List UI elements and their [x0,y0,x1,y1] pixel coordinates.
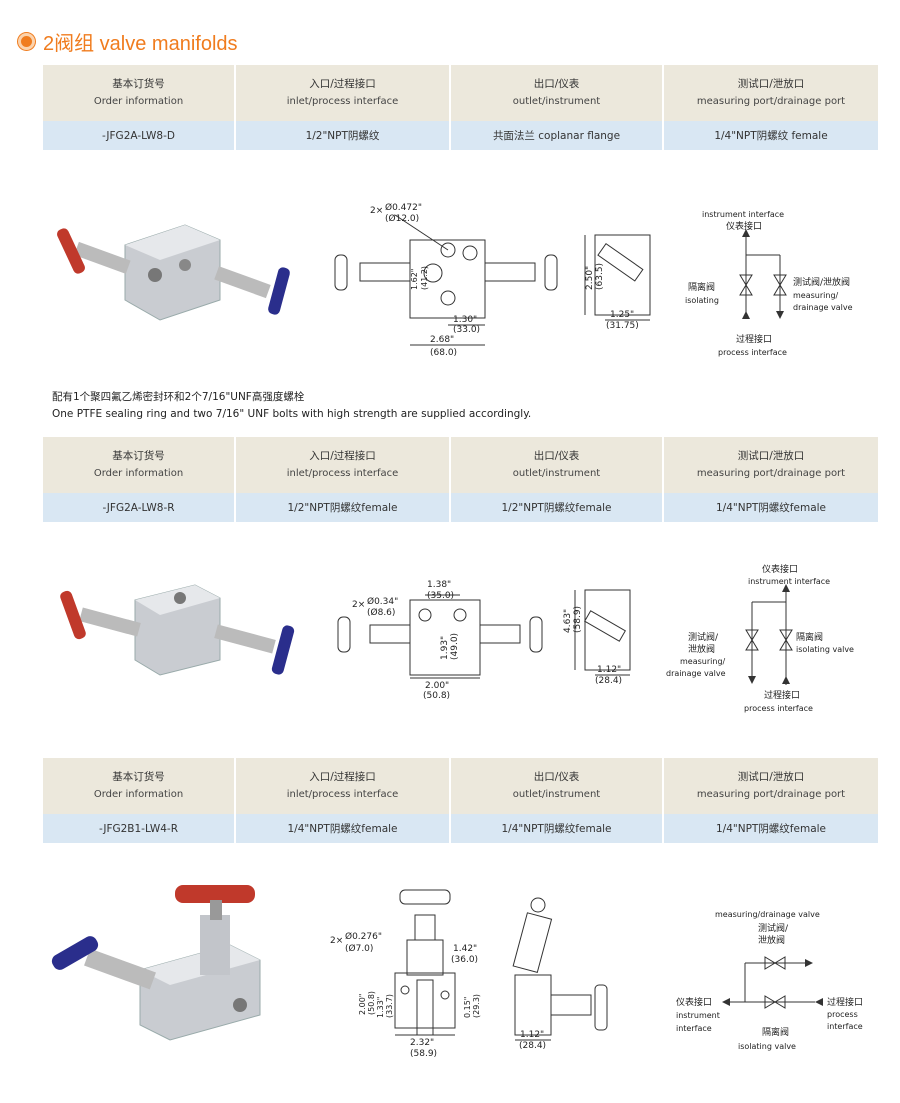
dimension-drawing-1: 2× Ø0.472" (Ø12.0) 1.62" (41.2) 1.30" (3… [334,202,651,358]
svg-text:2×: 2× [330,936,343,946]
svg-text:1.42": 1.42" [453,944,477,954]
schematic-1: instrument interface 仪表接口 隔离阀 isolating … [685,210,853,357]
svg-text:instrument: instrument [676,1011,720,1020]
svg-text:仪表接口: 仪表接口 [762,563,798,575]
svg-text:measuring/: measuring/ [793,291,839,300]
svg-text:Ø0.34": Ø0.34" [367,596,398,607]
bullet-icon [18,33,35,50]
schematic-3: measuring/drainage valve 测试阀/ 泄放阀 仪表接口 i… [676,910,863,1051]
svg-text:isolating valve: isolating valve [738,1042,796,1051]
svg-text:测试阀/: 测试阀/ [758,922,789,934]
schematic-2: 仪表接口 instrument interface 测试阀/ 泄放阀 measu… [666,563,854,713]
svg-text:2.68": 2.68" [430,335,454,345]
product-photo-1 [57,224,290,321]
svg-text:仪表接口: 仪表接口 [676,996,712,1008]
svg-text:隔离阀: 隔离阀 [688,281,715,293]
svg-text:2×: 2× [352,600,365,610]
svg-text:(Ø12.0): (Ø12.0) [385,213,419,224]
svg-text:(63.5): (63.5) [595,263,605,290]
svg-text:(50.8): (50.8) [423,691,450,700]
dimension-drawing-2: 2× Ø0.34" (Ø8.6) 1.38" (35.0) 1.93" (49.… [337,580,631,700]
svg-text:measuring/drainage valve: measuring/drainage valve [715,910,820,919]
svg-text:process interface: process interface [744,704,813,713]
svg-text:instrument interface: instrument interface [702,210,784,219]
svg-text:process: process [827,1010,858,1019]
svg-text:1.12": 1.12" [597,665,621,675]
svg-text:仪表接口: 仪表接口 [726,220,762,232]
svg-text:instrument interface: instrument interface [748,577,830,586]
svg-text:process interface: process interface [718,348,787,357]
svg-text:(31.75): (31.75) [606,321,639,331]
svg-text:隔离阀: 隔离阀 [762,1026,789,1038]
svg-text:interface: interface [827,1022,863,1031]
svg-text:1.25": 1.25" [610,310,634,320]
svg-text:(Ø7.0): (Ø7.0) [345,943,373,954]
svg-text:(29.3): (29.3) [472,994,481,1018]
product-photo-2 [60,584,295,676]
svg-text:(35.0): (35.0) [427,591,454,601]
svg-text:隔离阀: 隔离阀 [796,631,823,643]
svg-text:1.38": 1.38" [427,580,451,590]
svg-text:1.30": 1.30" [453,315,477,325]
svg-text:interface: interface [676,1024,712,1033]
product-photo-3 [51,885,261,1041]
svg-text:2×: 2× [370,206,383,216]
svg-text:(50.8): (50.8) [367,991,376,1015]
svg-text:drainage valve: drainage valve [666,669,726,678]
svg-text:(41.2): (41.2) [420,266,429,290]
svg-text:Ø0.472": Ø0.472" [385,202,422,213]
svg-text:isolating valve: isolating valve [796,645,854,654]
svg-text:过程接口: 过程接口 [827,996,863,1008]
svg-text:4.63": 4.63" [563,609,573,633]
svg-text:测试阀/泄放阀: 测试阀/泄放阀 [793,276,850,288]
accessory-note: 配有1个聚四氟乙烯密封环和2个7/16"UNF高强度螺栓 One PTFE se… [52,391,532,420]
svg-text:Ø0.276": Ø0.276" [345,931,382,942]
svg-text:2.50": 2.50" [585,266,595,290]
svg-text:1.93": 1.93" [440,636,450,660]
svg-text:2.00": 2.00" [425,681,449,691]
svg-text:(Ø8.6): (Ø8.6) [367,607,395,618]
svg-text:measuring/: measuring/ [680,657,726,666]
svg-text:(33.7): (33.7) [385,994,394,1018]
svg-text:泄放阀: 泄放阀 [758,934,785,946]
svg-text:(28.4): (28.4) [519,1041,546,1051]
svg-text:2.00": 2.00" [358,994,367,1016]
svg-text:(58.9): (58.9) [410,1049,437,1059]
svg-text:2.32": 2.32" [410,1038,434,1048]
svg-text:泄放阀: 泄放阀 [688,643,715,655]
svg-text:过程接口: 过程接口 [736,333,772,345]
svg-text:(36.0): (36.0) [451,955,478,965]
section-title: 2阀组 valve manifolds [18,27,238,56]
svg-text:(28.4): (28.4) [595,676,622,686]
dimension-drawing-3: 2× Ø0.276" (Ø7.0) 1.42" (36.0) 2.00" (50… [330,889,608,1059]
svg-text:1.12": 1.12" [520,1030,544,1040]
svg-text:(58.9): (58.9) [573,606,583,633]
svg-text:0.15": 0.15" [463,997,472,1019]
svg-text:(68.0): (68.0) [430,348,457,358]
svg-text:测试阀/: 测试阀/ [688,631,719,643]
svg-text:drainage valve: drainage valve [793,303,853,312]
svg-text:1.33": 1.33" [376,997,385,1019]
svg-text:(49.0): (49.0) [450,633,460,660]
svg-text:isolating: isolating [685,296,719,305]
svg-text:1.62": 1.62" [410,269,419,291]
svg-text:(33.0): (33.0) [453,325,480,335]
svg-text:过程接口: 过程接口 [764,689,800,701]
